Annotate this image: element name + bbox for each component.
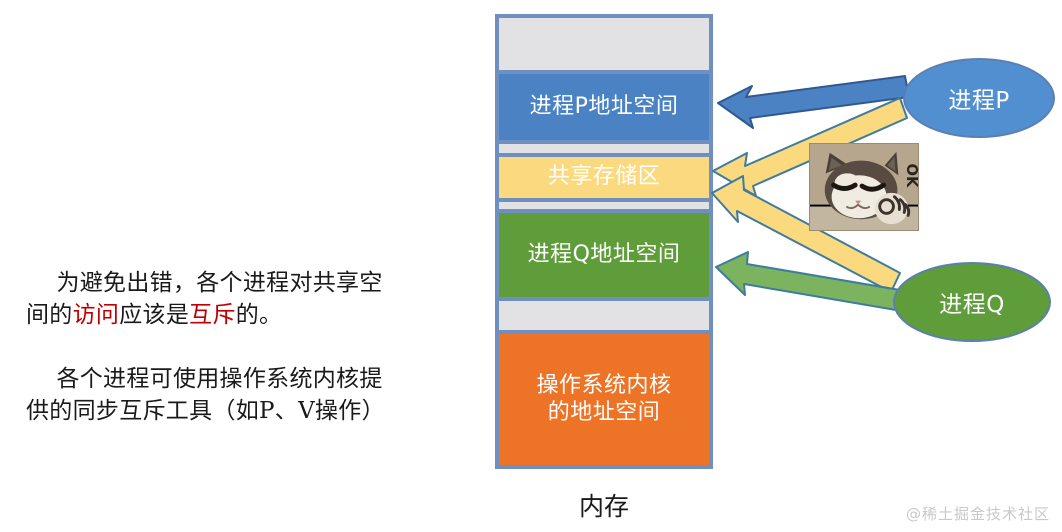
memory-block-label: 进程P地址空间 [529,93,679,119]
process-p-label: 进程P [948,88,1010,114]
memory-block-gap-p-shared [497,142,711,155]
para1-highlight-access: 访问 [72,302,120,329]
meme-ok-text: OK [903,164,918,188]
memory-diagram-caption: 内存 [578,492,629,521]
memory-block-gap-q-kernel [497,299,711,332]
ok-cat-meme-image: OK [809,143,919,231]
arrow-q-to-q-space [715,251,901,311]
memory-block-shared-memory-area: 共享存储区 [497,155,711,200]
explanation-paragraph-1: 为避免出错，各个进程对共享空 间的访问应该是互斥的。 [26,234,446,365]
para1-part-c: 的。 [235,302,283,329]
process-p-node[interactable]: 进程P [903,58,1055,138]
para1-highlight-mutex: 互斥 [189,302,236,329]
memory-layout-diagram: 进程P地址空间 共享存储区 进程Q地址空间 操作系统内核 的地址空间 [495,14,713,469]
memory-block-gap-shared-q [497,200,711,211]
process-q-node[interactable]: 进程Q [893,262,1051,342]
memory-block-label: 进程Q地址空间 [527,241,681,267]
memory-block-os-kernel-space: 操作系统内核 的地址空间 [497,332,711,467]
memory-block-process-q-space: 进程Q地址空间 [497,211,711,299]
memory-block-process-p-space: 进程P地址空间 [497,72,711,142]
arrow-p-to-p-space [717,75,910,129]
memory-block-label: 操作系统内核 的地址空间 [536,372,672,425]
explanation-paragraph-2: 各个进程可使用操作系统内核提 供的同步互斥工具（如P、V操作） [26,330,446,461]
memory-block-label: 共享存储区 [547,164,661,190]
para1-part-a: 为避免出错，各个进程对共享空 间的 [26,269,383,329]
memory-block-top-free-region [497,16,711,72]
process-q-label: 进程Q [939,292,1005,318]
ok-cat-illustration: OK [810,144,918,230]
para2-text: 各个进程可使用操作系统内核提 供的同步互斥工具（如P、V操作） [26,365,385,425]
site-watermark: @稀土掘金技术社区 [905,505,1050,523]
para1-part-b: 应该是 [119,302,190,329]
